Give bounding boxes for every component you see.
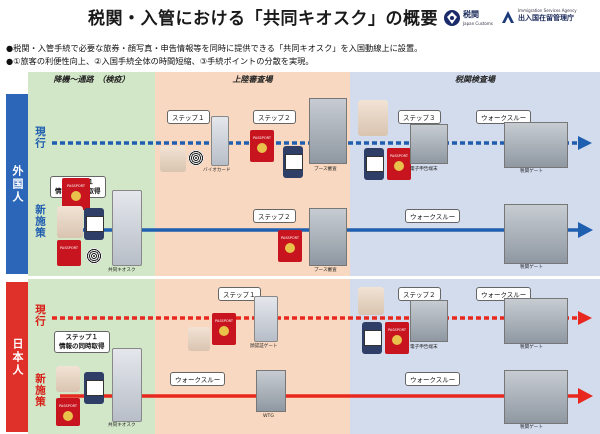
face-photo-foreign	[160, 146, 186, 172]
passport-japanese: PASSPORT	[212, 313, 236, 345]
zone-customs-label: 税関検査場	[455, 74, 495, 84]
isa-logo-icon	[500, 9, 516, 25]
step2-box-foreign: ステップ２	[253, 110, 296, 124]
customs-logo-text: 税関	[463, 10, 479, 19]
group-japanese-label: 日本人	[6, 282, 28, 432]
bullet-2: ●①旅客の利便性向上、②入国手続全体の時間短縮、③手続ポイントの分散を実現。	[6, 56, 314, 66]
e-declaration-kiosk	[410, 124, 448, 164]
booth-image	[309, 98, 347, 164]
e-declaration-kiosk-japanese	[410, 300, 448, 342]
phone-qr-japanese-new	[84, 372, 104, 404]
booth-image-new	[309, 208, 347, 266]
japanese-current-label: 現行	[34, 304, 46, 327]
face-photo-japanese	[188, 327, 210, 351]
step1-info-japanese: ステップ１ 情報の同時取得	[54, 331, 110, 353]
passport-japanese-customs: PASSPORT	[385, 322, 409, 354]
joint-kiosk-caption-japanese: 共同キオスク	[108, 423, 136, 428]
fingerprint-icon-new	[86, 248, 102, 264]
customs-gate-caption-japanese-new: 税関ゲート	[520, 425, 543, 430]
step2-box-japanese: ステップ２	[398, 287, 441, 301]
step3-box-foreign: ステップ３	[398, 110, 441, 124]
customs-gate-image	[504, 122, 568, 168]
face-photo-foreign-new	[57, 206, 83, 238]
foreign-new-label: 新施策	[34, 204, 46, 239]
face-photo-japanese-customs	[358, 287, 384, 315]
e-declaration-caption-japanese: 電子申告端末	[410, 345, 438, 350]
step1-box-foreign: ステップ１	[167, 110, 210, 124]
booth-caption-new: ブース審査	[314, 268, 337, 273]
customs-gate-caption-japanese: 税関ゲート	[520, 345, 543, 350]
isa-logo-sub: Immigration Services Agency	[518, 8, 577, 13]
japanese-new-label: 新施策	[34, 373, 46, 408]
face-gate-kiosk	[254, 296, 278, 342]
isa-logo-text: 出入国在留管理庁	[518, 14, 574, 22]
arrowhead-japanese-new	[578, 388, 593, 404]
customs-gate-caption-new: 税関ゲート	[520, 265, 543, 270]
passport-foreign-new-3: PASSPORT	[278, 230, 302, 262]
bio-card-caption: バイオカード	[203, 168, 231, 173]
wtg-caption: WTG	[263, 414, 274, 419]
group-divider	[0, 276, 600, 279]
arrowhead-japanese-current	[578, 311, 592, 325]
joint-kiosk-japanese	[112, 348, 142, 422]
joint-kiosk-foreign	[112, 190, 142, 266]
booth-caption: ブース審査	[314, 167, 337, 172]
customs-gate-image-japanese-new	[504, 370, 568, 424]
passport-foreign-new-2: PASSPORT	[57, 240, 81, 266]
phone-qr-japanese	[362, 322, 382, 354]
foreign-current-label: 現行	[34, 126, 46, 149]
face-photo-customs	[358, 100, 388, 136]
passport-icon: PASSPORT	[250, 130, 274, 162]
passport-icon-customs: PASSPORT	[387, 148, 411, 180]
walk-through-box-japanese-new: ウォークスルー	[405, 372, 461, 386]
group-foreign-label: 外国人	[6, 94, 28, 274]
step1-box-japanese: ステップ１	[218, 287, 261, 301]
bullet-1: ●税関・入管手続で必要な旅券・顔写真・申告情報等を同時に提供できる「共同キオスク…	[6, 43, 423, 53]
phone-qr-customs	[364, 148, 384, 180]
step2-box-foreign-new: ステップ２	[253, 209, 296, 223]
arrowhead-foreign-new	[578, 222, 593, 238]
face-photo-japanese-new	[56, 366, 80, 392]
page-title: 税関・入管における「共同キオスク」の概要	[88, 9, 438, 29]
step1-info-japanese-line1: ステップ１	[65, 333, 99, 341]
e-declaration-caption: 電子申告端末	[410, 167, 438, 172]
step1-info-japanese-line2: 情報の同時取得	[59, 342, 105, 350]
arrowhead-foreign-current	[578, 136, 592, 150]
face-gate-caption: 顔認証ゲート	[250, 344, 278, 349]
walk-through-box-foreign-new: ウォークスルー	[405, 209, 461, 223]
customs-gate-image-japanese	[504, 298, 568, 344]
bio-card-kiosk	[211, 116, 229, 166]
phone-qr-icon	[283, 146, 303, 178]
customs-gate-caption: 税関ゲート	[520, 169, 543, 174]
customs-logo-icon	[443, 9, 461, 27]
zone-corridor-label: 降機～通路 （検疫）	[53, 74, 130, 84]
passport-foreign-new: PASSPORT	[62, 178, 90, 210]
walk-through-box-japanese-wtg: ウォークスルー	[170, 372, 226, 386]
customs-gate-image-new	[504, 204, 568, 264]
zone-landing-label: 上陸審査場	[232, 74, 273, 84]
customs-logo-sub: Japan Customs	[463, 21, 493, 26]
walk-through-box-foreign-current: ウォークスルー	[476, 110, 532, 124]
passport-japanese-new: PASSPORT	[56, 398, 80, 426]
walk-through-box-japanese-current: ウォークスルー	[476, 287, 532, 301]
fingerprint-icon	[188, 150, 204, 166]
joint-kiosk-caption-foreign: 共同キオスク	[108, 268, 136, 273]
phone-qr-foreign-new	[84, 208, 104, 240]
wtg-gate-image	[256, 370, 286, 412]
